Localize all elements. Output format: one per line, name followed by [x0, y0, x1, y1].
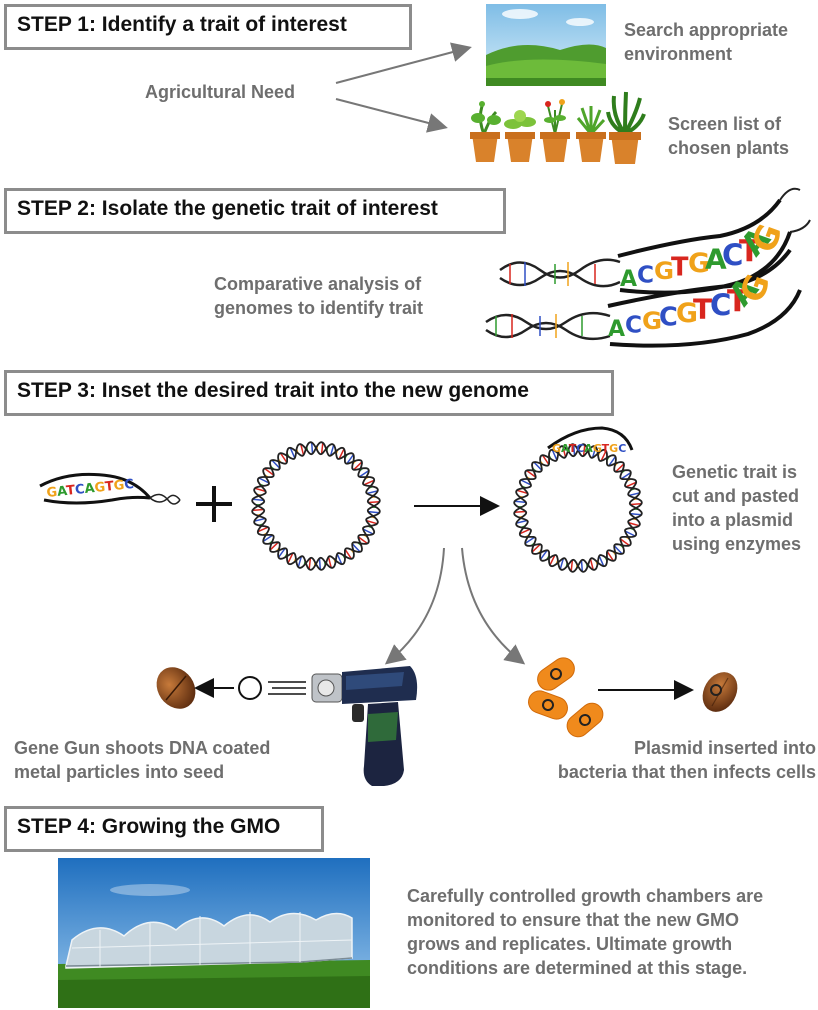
sequence-letter: G: [688, 248, 710, 279]
sequence-letter: G: [654, 256, 674, 285]
plus-sign: [196, 486, 232, 522]
step2-title: STEP 2: Isolate the genetic trait of int…: [4, 188, 506, 234]
plasmid-circle: [251, 441, 381, 571]
sequence-letter: C: [722, 238, 743, 272]
seed-left-icon: [156, 667, 196, 709]
agricultural-need-label: Agricultural Need: [145, 82, 296, 102]
step3-title: STEP 3: Inset the desired trait into the…: [4, 370, 614, 416]
plants-label: Screen list of chosen plants: [668, 114, 790, 158]
sequence-letter: G: [642, 306, 662, 335]
sequence-letter: A: [705, 243, 727, 276]
greenhouse-image: [58, 858, 370, 1008]
dna-fragment: GATCAGTGC: [39, 472, 181, 505]
sequence-letter: C: [659, 303, 678, 333]
sequence-letter: C: [637, 262, 654, 289]
arrow-to-plants: [335, 98, 448, 133]
sequence-letter: C: [625, 312, 642, 339]
sequence-letter: T: [739, 235, 760, 270]
comparative-analysis-label: Comparative analysis of genomes to ident…: [214, 274, 424, 318]
landscape-image: [486, 4, 606, 86]
plasmid-description: Genetic trait is cut and pasted into a p…: [672, 462, 802, 554]
sequence-letter: A: [620, 267, 637, 292]
step4-title: STEP 4: Growing the GMO: [4, 806, 324, 852]
bacteria-description: Plasmid inserted into bacteria that then…: [557, 738, 816, 782]
arrow-to-bacteria: [461, 547, 526, 665]
bacteria-cells: [528, 657, 604, 738]
seed-right-icon: [702, 672, 738, 712]
sequence-letter: T: [727, 285, 748, 320]
sequence-letter: G: [676, 298, 698, 329]
modified-plasmid-circle: [513, 443, 643, 573]
svg-text:GATCAGTGC: GATCAGTGC: [552, 442, 626, 455]
potted-plants-image: [470, 91, 646, 164]
gene-gun-description: Gene Gun shoots DNA coated metal particl…: [14, 738, 271, 782]
growth-chamber-description: Carefully controlled growth chambers are…: [407, 886, 764, 978]
sequence-letter: T: [671, 253, 689, 283]
fragment-sequence: GATCAGTGC: [46, 477, 135, 501]
motion-lines: [268, 681, 306, 695]
dna-strand-bottom: [485, 248, 802, 348]
plasmid-insert: GATCAGTGC: [547, 426, 634, 455]
gene-gun-icon: [311, 666, 418, 786]
sequence-letter: A: [608, 317, 625, 342]
sequence-letter: C: [710, 288, 731, 322]
step1-title: STEP 1: Identify a trait of interest: [4, 4, 412, 50]
particle-icon: [238, 676, 262, 700]
environment-label: Search appropriate environment: [624, 20, 789, 64]
sequence-letter: T: [693, 293, 712, 326]
arrow-to-environment: [335, 42, 472, 84]
arrow-to-gene-gun: [384, 547, 445, 665]
